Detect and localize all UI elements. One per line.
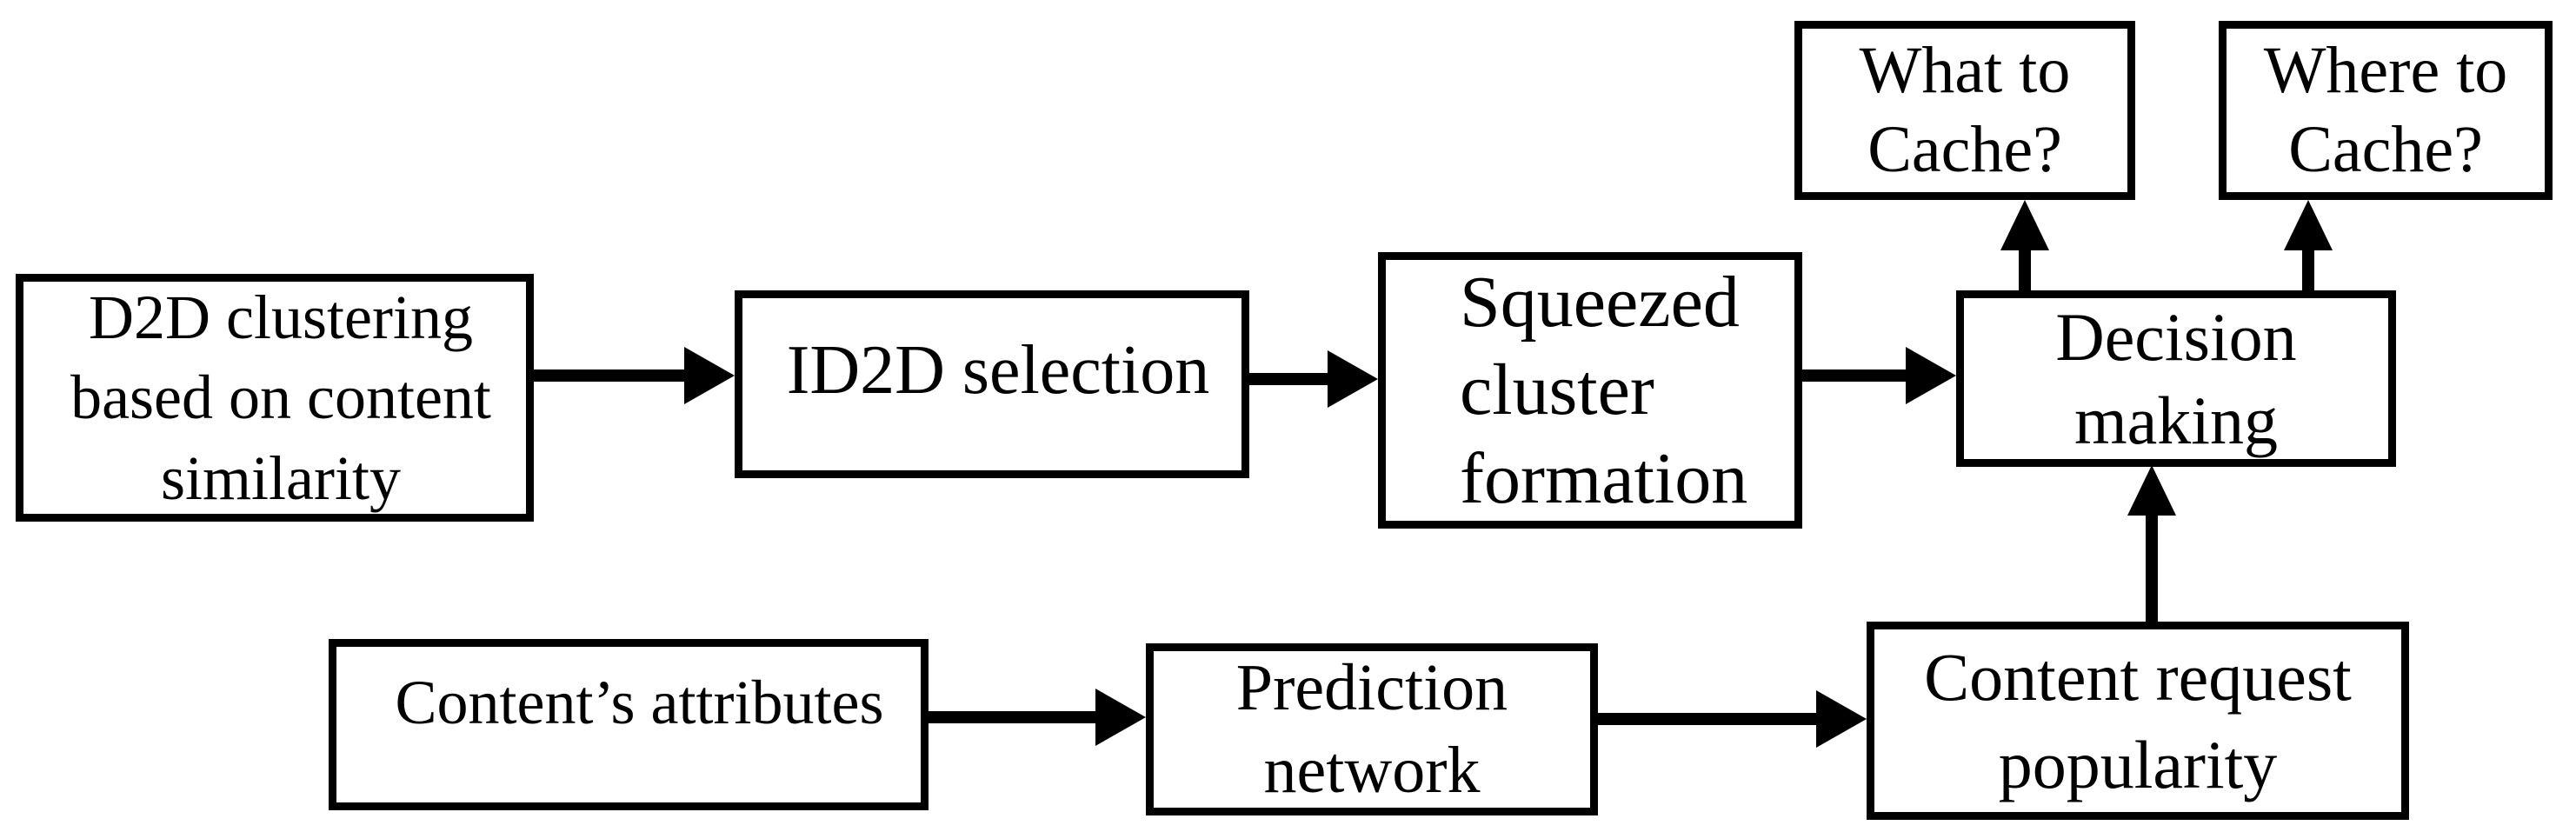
- arrow-stem: [2146, 512, 2158, 625]
- arrow-stem: [925, 711, 1097, 723]
- arrow-stem: [530, 369, 687, 382]
- node-prediction-network: Prediction network: [1146, 643, 1598, 815]
- arrowhead-up-icon: [2127, 465, 2176, 516]
- arrowhead-right-icon: [1906, 347, 1956, 404]
- arrowhead-right-icon: [1328, 350, 1378, 408]
- node-content-request-popularity: Content request popularity: [1867, 622, 2409, 820]
- node-d2d-clustering: D2D clustering based on content similari…: [16, 274, 534, 522]
- node-what-to-cache: What to Cache?: [1794, 21, 2135, 200]
- node-squeezed-cluster-formation: Squeezed cluster formation: [1378, 252, 1802, 529]
- arrowhead-up-icon: [2284, 200, 2333, 250]
- arrowhead-right-icon: [1095, 689, 1146, 746]
- node-content-attributes: Content’s attributes: [329, 639, 929, 810]
- arrow-stem: [2302, 247, 2314, 294]
- arrowhead-right-icon: [684, 347, 735, 404]
- node-decision-making: Decision making: [1956, 290, 2396, 467]
- arrowhead-right-icon: [1816, 690, 1867, 748]
- arrow-stem: [2019, 247, 2031, 294]
- node-id2d-selection: ID2D selection: [735, 290, 1249, 478]
- arrow-stem: [1799, 369, 1907, 382]
- arrow-stem: [1246, 373, 1329, 385]
- arrowhead-up-icon: [2000, 200, 2049, 250]
- node-where-to-cache: Where to Cache?: [2219, 21, 2553, 200]
- arrow-stem: [1594, 713, 1818, 725]
